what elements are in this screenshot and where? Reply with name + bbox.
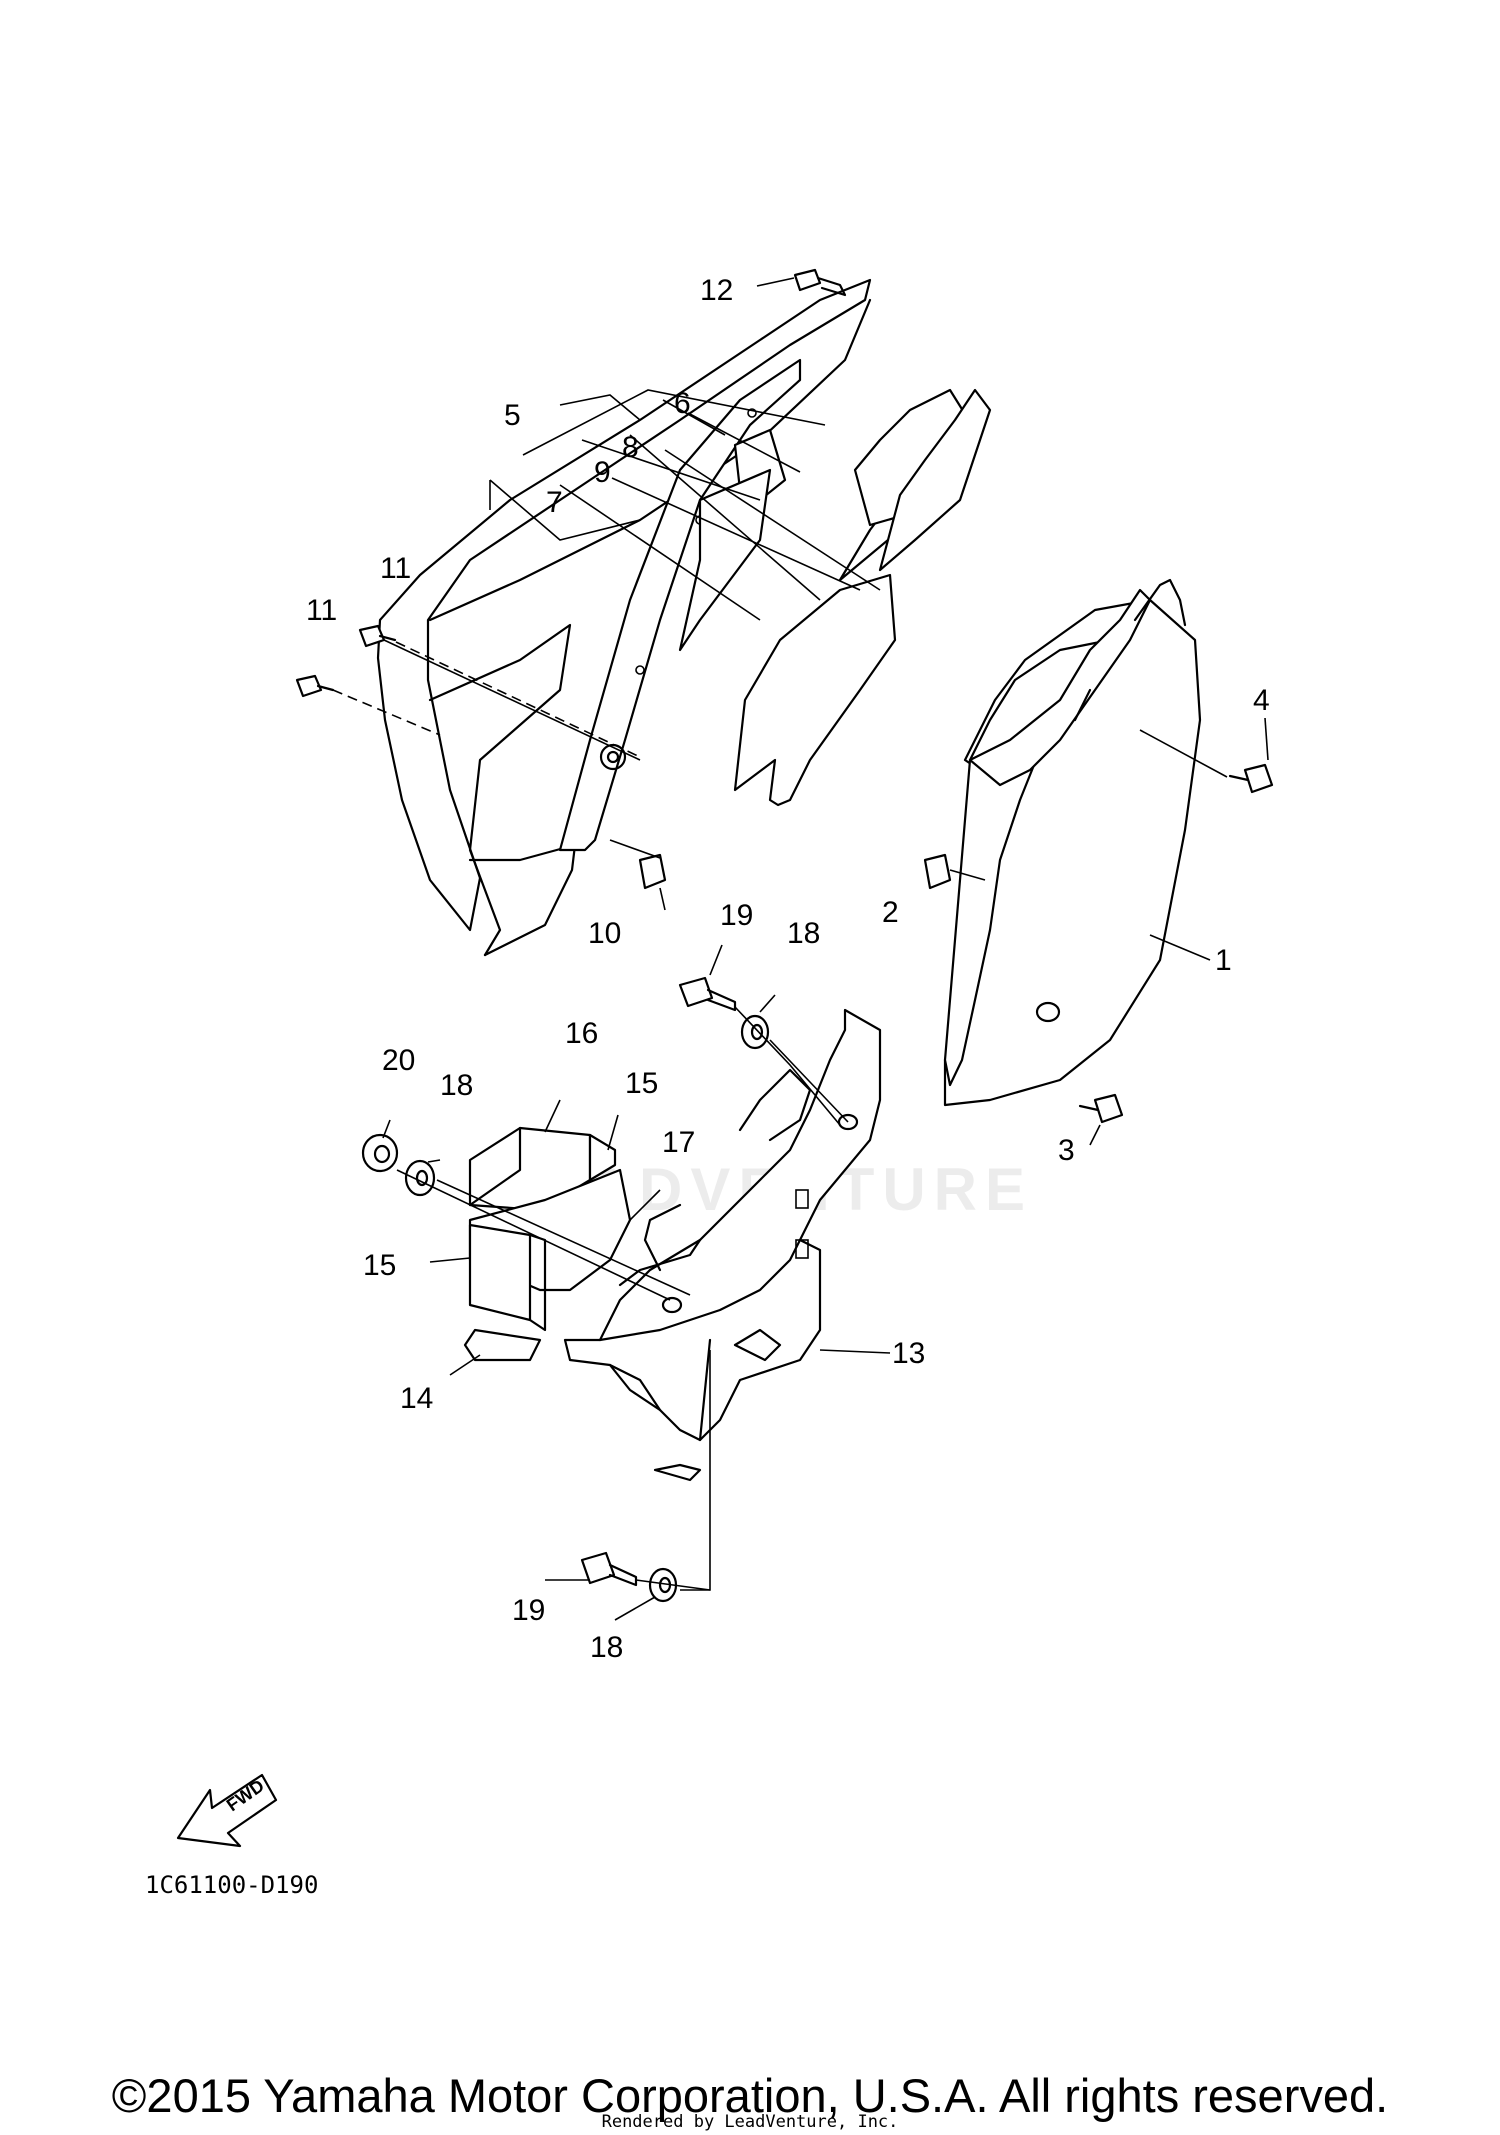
- callout-1: 1: [1215, 944, 1232, 977]
- callout-numbers: 1 2 3 4 5 6 7 8 9 10 11 11 12 13 14 15 1…: [306, 274, 1270, 1664]
- callout-11-right: 11: [380, 552, 411, 585]
- callout-4: 4: [1253, 684, 1270, 717]
- callout-15-upper: 15: [625, 1067, 658, 1100]
- callout-20: 20: [382, 1044, 415, 1077]
- callout-14: 14: [400, 1382, 433, 1415]
- side-cover-right: [943, 578, 1202, 1107]
- battery-box: [563, 1008, 882, 1482]
- fwd-arrow-icon: FWD: [176, 1773, 278, 1848]
- callout-18-left: 18: [440, 1069, 473, 1102]
- callout-19-upper: 19: [720, 899, 753, 932]
- battery-pads: [463, 1126, 632, 1362]
- callout-2: 2: [882, 896, 899, 929]
- callout-19-lower: 19: [512, 1594, 545, 1627]
- callout-8: 8: [622, 431, 639, 464]
- fasteners: [295, 268, 1274, 1603]
- callout-15-lower: 15: [363, 1249, 396, 1282]
- leader-lines: [332, 277, 1269, 1621]
- callout-7: 7: [546, 486, 563, 519]
- copyright-notice: ©2015 Yamaha Motor Corporation, U.S.A. A…: [111, 2069, 1389, 2122]
- callout-9: 9: [594, 456, 611, 489]
- callout-16: 16: [565, 1017, 598, 1050]
- callout-18-upper: 18: [787, 917, 820, 950]
- callout-3: 3: [1058, 1134, 1075, 1167]
- callout-11-left: 11: [306, 594, 337, 627]
- callout-12: 12: [700, 274, 733, 307]
- callout-6: 6: [674, 387, 691, 420]
- callout-17: 17: [662, 1126, 695, 1159]
- callout-18-lower: 18: [590, 1631, 623, 1664]
- callout-13: 13: [892, 1337, 925, 1370]
- drawing-code: 1C61100-D190: [145, 1871, 318, 1899]
- callout-10: 10: [588, 917, 621, 950]
- rendered-by-notice: Rendered by LeadVenture, Inc.: [601, 2112, 899, 2132]
- emblem-decals: [678, 388, 992, 807]
- callout-5: 5: [504, 399, 521, 432]
